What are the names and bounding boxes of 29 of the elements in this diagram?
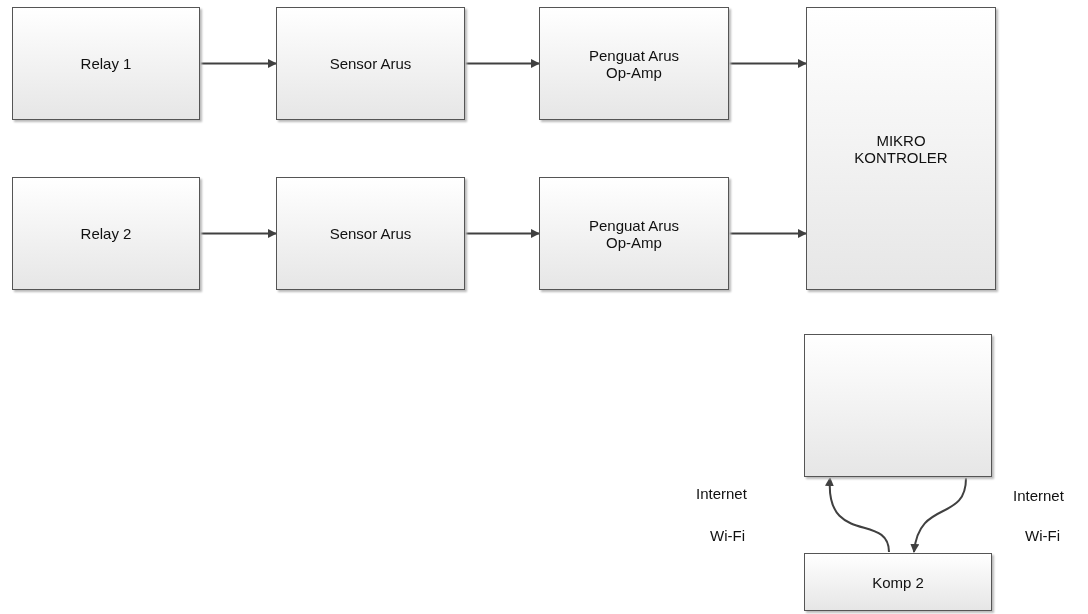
connection-label: Internet — [696, 485, 747, 502]
blank-box — [804, 334, 992, 477]
arrow — [464, 229, 540, 238]
box-label: Sensor Arus — [329, 55, 412, 72]
process-box — [12, 177, 200, 290]
box-label: Penguat Arus Op-Amp — [587, 216, 681, 251]
arrow — [910, 477, 967, 553]
process-box — [804, 553, 992, 611]
box-label: Penguat Arus Op-Amp — [587, 46, 681, 81]
box-label: MIKRO KONTROLER — [853, 131, 949, 166]
box-label: Sensor Arus — [329, 225, 412, 242]
process-box — [276, 177, 465, 290]
arrow — [464, 59, 540, 68]
connection-label: Internet — [1013, 487, 1064, 504]
arrow — [728, 59, 807, 68]
process-box — [276, 7, 465, 120]
arrow — [825, 477, 890, 553]
process-box — [539, 177, 729, 290]
process-box — [12, 7, 200, 120]
connection-label: Wi-Fi — [710, 527, 745, 544]
arrow — [728, 229, 807, 238]
box-label: Relay 2 — [80, 225, 132, 242]
connection-label: Wi-Fi — [1025, 527, 1060, 544]
process-box — [806, 7, 996, 290]
box-label: Relay 1 — [80, 55, 132, 72]
process-box — [539, 7, 729, 120]
arrow — [199, 59, 277, 68]
arrow — [199, 229, 277, 238]
box-label: Komp 2 — [872, 573, 924, 591]
